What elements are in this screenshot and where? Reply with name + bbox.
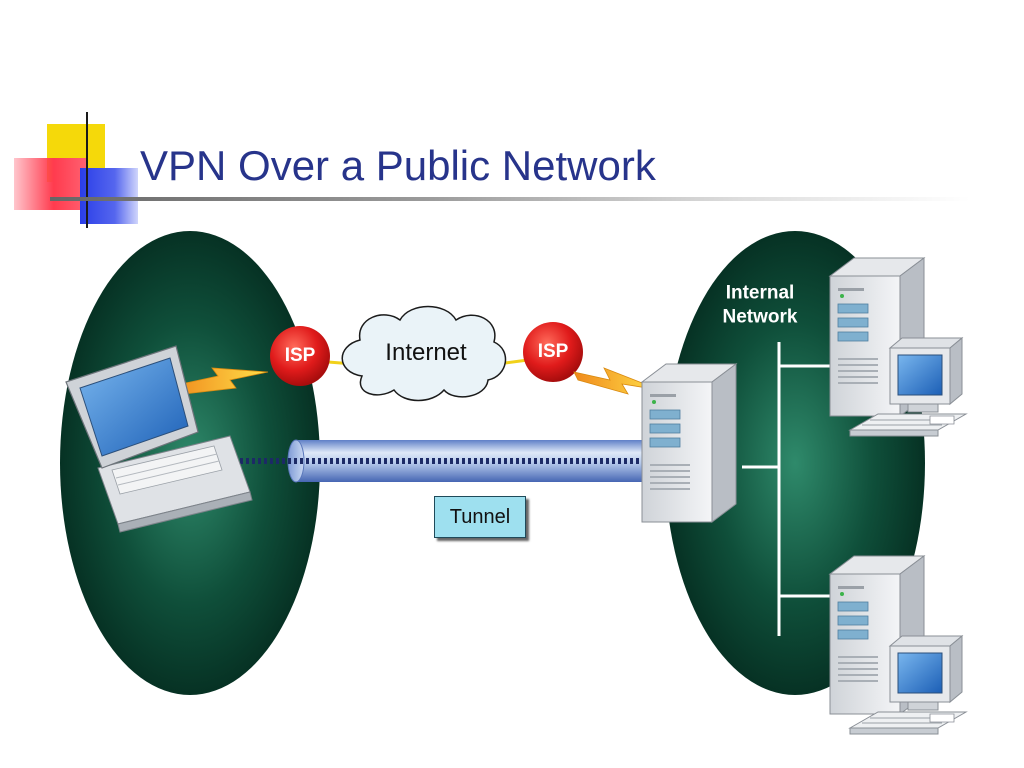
accent-blue-square (80, 168, 138, 224)
laptop-icon (65, 345, 253, 533)
tunnel-pipe (222, 439, 646, 483)
internet-cloud (341, 305, 507, 402)
workstation-top-icon (830, 258, 966, 436)
workstation-bottom-icon (830, 556, 966, 734)
internal-network-label: Internal Network (723, 281, 798, 329)
tunnel-label-box: Tunnel (434, 496, 526, 538)
lightning-left-icon (170, 367, 269, 395)
internal-network-label-line2: Network (722, 306, 798, 327)
accent-vertical-line (86, 112, 88, 228)
isp-node-right (523, 322, 583, 382)
internet-label: Internet (385, 339, 467, 366)
internal-network-bus (742, 342, 830, 636)
lightning-right-icon (573, 367, 661, 395)
gateway-server-icon (641, 363, 737, 523)
tunnel-label: Tunnel (449, 505, 511, 528)
title-underline (50, 197, 970, 201)
accent-red-square (14, 158, 86, 210)
internal-network-label-line1: Internal (725, 282, 795, 304)
isp-right-label: ISP (537, 341, 569, 362)
isp-left-label: ISP (284, 345, 316, 366)
slide-title: VPN Over a Public Network (140, 142, 656, 189)
isp-node-left (270, 326, 330, 386)
